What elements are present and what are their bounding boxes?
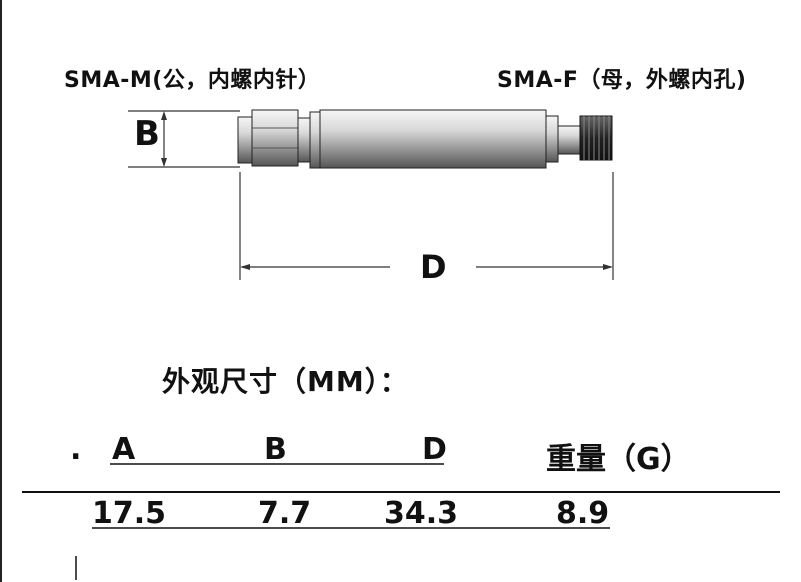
value-a: 17.5 (92, 496, 167, 531)
row-marker: . (70, 432, 82, 467)
dimension-d (239, 172, 614, 280)
section-title: 外观尺寸（MM）： (162, 365, 409, 398)
header-weight: 重量（G） (546, 442, 691, 477)
connector-body (319, 109, 547, 169)
value-weight: 8.9 (556, 496, 610, 531)
female-connector-label: SMA-F（母，外螺内孔) (497, 68, 747, 93)
female-connector (545, 115, 613, 163)
header-d: D (422, 432, 447, 467)
dim-b-label: B (134, 114, 160, 154)
male-connector (237, 109, 321, 169)
male-connector-label: SMA-M(公，内螺内针） (64, 68, 321, 93)
header-a: A (112, 432, 136, 467)
value-d: 34.3 (384, 496, 459, 531)
left-border-line (0, 0, 2, 582)
dim-d-label: D (420, 248, 447, 286)
header-b: B (264, 432, 287, 467)
dimension-b (128, 110, 240, 168)
value-b: 7.7 (258, 496, 312, 531)
